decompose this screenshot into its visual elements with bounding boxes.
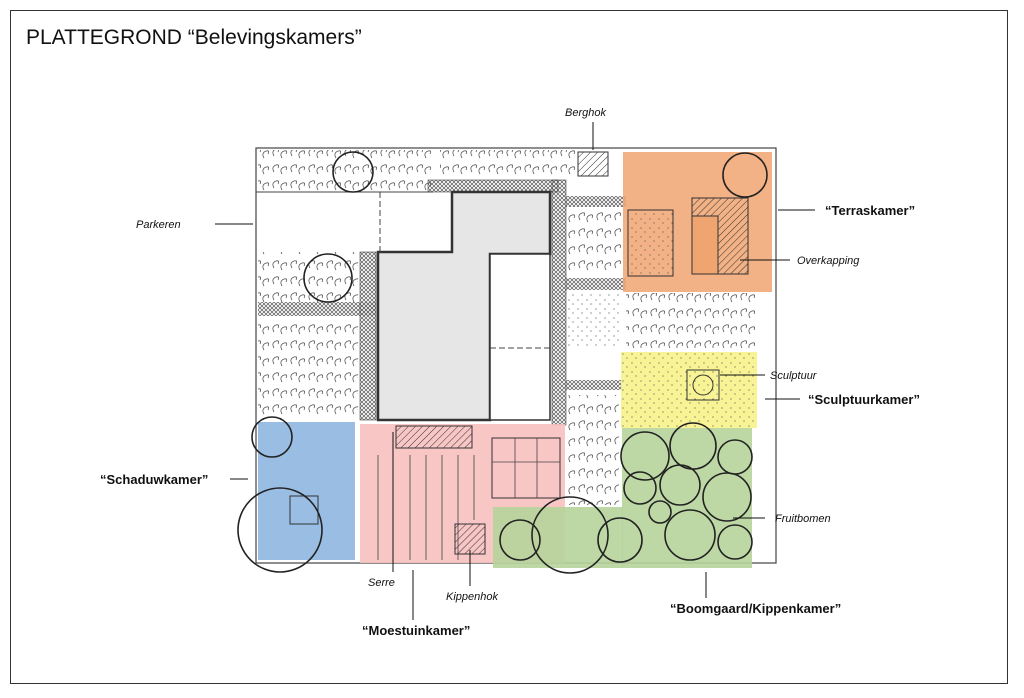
- kippenhok: [454, 523, 486, 555]
- shrub-bed: [440, 150, 575, 180]
- vegetable-beds: [491, 437, 561, 499]
- shrub-bed: [626, 293, 756, 348]
- label-kippenhok: Kippenhok: [446, 591, 498, 603]
- room-moestuinkamer: “Moestuinkamer”: [362, 623, 470, 638]
- path: [359, 251, 377, 421]
- path: [566, 196, 626, 207]
- label-parkeren: Parkeren: [136, 219, 181, 231]
- shrub-bed: [567, 208, 622, 276]
- page-frame: [10, 10, 1008, 684]
- page-title: PLATTEGROND “Belevingskamers”: [26, 26, 362, 49]
- sculpture-base: [686, 369, 720, 401]
- overkapping-open: [691, 215, 719, 275]
- shrub-bed: [567, 395, 619, 505]
- room-boomgaard-kippenkamer: “Boomgaard/Kippenkamer”: [670, 601, 841, 616]
- path: [551, 179, 567, 426]
- shrub-bed: [258, 252, 358, 302]
- label-sculptuur: Sculptuur: [770, 370, 818, 382]
- label-fruitbomen: Fruitbomen: [775, 513, 831, 525]
- path: [566, 278, 626, 290]
- path: [427, 179, 559, 193]
- room-schaduwkamer: “Schaduwkamer”: [100, 472, 208, 487]
- label-berghok: Berghok: [565, 107, 606, 119]
- path: [566, 380, 622, 390]
- shrub-bed: [258, 150, 433, 192]
- terrace: [627, 209, 674, 277]
- label-overkapping: Overkapping: [797, 255, 860, 267]
- extension: [489, 253, 551, 421]
- trees: [237, 151, 768, 574]
- room-terraskamer: “Terraskamer”: [825, 203, 915, 218]
- sculpture: [692, 374, 714, 396]
- sculptuur-gravel: [621, 352, 757, 428]
- schaduwkamer-zone: [258, 422, 355, 560]
- serre: [395, 425, 473, 449]
- gravel-bed: [567, 293, 622, 348]
- shrub-bed: [258, 318, 358, 418]
- label-serre: Serre: [368, 577, 395, 589]
- room-sculptuurkamer: “Sculptuurkamer”: [808, 392, 920, 407]
- boomgaard-zone: [622, 428, 752, 568]
- path: [258, 302, 376, 316]
- berghok-shed: [577, 151, 609, 177]
